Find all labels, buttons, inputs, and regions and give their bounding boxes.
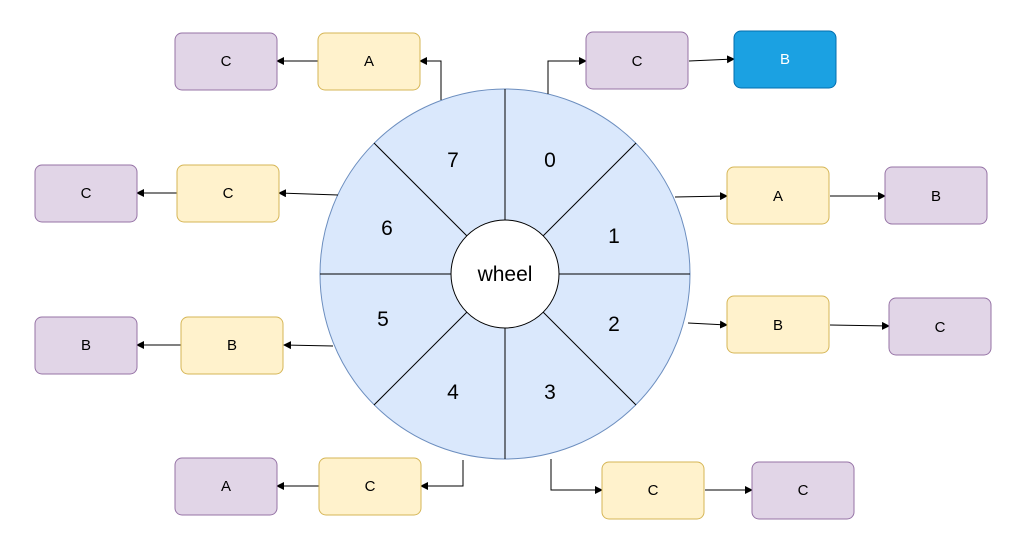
node-slot1-second: B: [884, 166, 988, 225]
node-box: [176, 164, 280, 223]
slot-label-6: 6: [381, 217, 393, 240]
node-slot6-second: C: [34, 164, 138, 223]
slot-label-2: 2: [608, 313, 620, 336]
node-slot3-first: C: [601, 461, 705, 520]
arrow-slot0-node-to-node: [688, 55, 735, 64]
connectors: [136, 55, 890, 494]
node-label: A: [364, 53, 374, 70]
node-label: C: [935, 319, 946, 336]
node-box: [733, 30, 837, 89]
slot-label-1: 1: [608, 225, 620, 248]
node-slot1-first: A: [726, 166, 830, 225]
slot-label-0: 0: [544, 149, 556, 172]
node-label: A: [221, 478, 231, 495]
slot-label-5: 5: [377, 308, 389, 331]
node-label: C: [798, 482, 809, 499]
node-label: C: [365, 478, 376, 495]
node-box: [34, 316, 138, 375]
chain-nodes: C B A B B C C C: [34, 30, 992, 520]
node-label: C: [81, 185, 92, 202]
arrow-slot6-to-node: [278, 189, 339, 198]
node-label: B: [227, 337, 237, 354]
node-box: [318, 457, 422, 516]
node-slot2-first: B: [726, 295, 830, 354]
divider-7-0: [373, 142, 468, 237]
node-box: [34, 164, 138, 223]
node-label: B: [780, 51, 790, 68]
node-slot4-first: C: [318, 457, 422, 516]
arrow-slot5-to-node: [283, 341, 334, 350]
node-slot5-second: B: [34, 316, 138, 375]
node-slot0-second: B: [733, 30, 837, 89]
node-box: [888, 297, 992, 356]
arrow-slot3-to-node: [550, 459, 603, 494]
node-label: C: [221, 53, 232, 70]
node-slot0-first: C: [585, 31, 689, 90]
node-box: [726, 295, 830, 354]
wheel: wheel 0 1 2 3 4 5 6 7: [319, 88, 691, 460]
node-slot7-first: A: [317, 32, 421, 91]
slot-label-4: 4: [447, 381, 459, 404]
divider-5-6: [373, 311, 468, 406]
node-box: [174, 457, 278, 516]
node-slot6-first: C: [176, 164, 280, 223]
node-box: [174, 32, 278, 91]
node-label: C: [648, 482, 659, 499]
node-label: A: [773, 188, 783, 205]
node-box: [180, 316, 284, 375]
node-box: [601, 461, 705, 520]
arrow-slot7-to-node: [419, 57, 442, 100]
node-label: B: [931, 188, 941, 205]
node-label: C: [632, 53, 643, 70]
node-slot3-second: C: [751, 461, 855, 520]
arrow-slot0-to-node: [547, 57, 587, 94]
node-box: [585, 31, 689, 90]
slot-label-7: 7: [447, 149, 459, 172]
node-label: B: [81, 337, 91, 354]
arrow-slot1-to-node: [674, 192, 728, 201]
wheel-hub: [450, 219, 560, 329]
node-box: [751, 461, 855, 520]
arrow-slot2-to-node: [687, 320, 728, 329]
node-box: [726, 166, 830, 225]
node-box: [884, 166, 988, 225]
wheel-hub-label: wheel: [477, 263, 533, 286]
divider-3-4: [542, 311, 637, 406]
node-label: B: [773, 317, 783, 334]
node-slot2-second: C: [888, 297, 992, 356]
node-label: C: [223, 185, 234, 202]
divider-1-2: [542, 142, 637, 237]
slot-label-3: 3: [544, 381, 556, 404]
arrow-slot2-node-to-node: [829, 321, 890, 330]
wheel-dividers: [320, 89, 690, 459]
node-slot7-second: C: [174, 32, 278, 91]
node-slot4-second: A: [174, 457, 278, 516]
node-box: [317, 32, 421, 91]
arrow-slot4-to-node: [420, 460, 464, 490]
node-slot5-first: B: [180, 316, 284, 375]
